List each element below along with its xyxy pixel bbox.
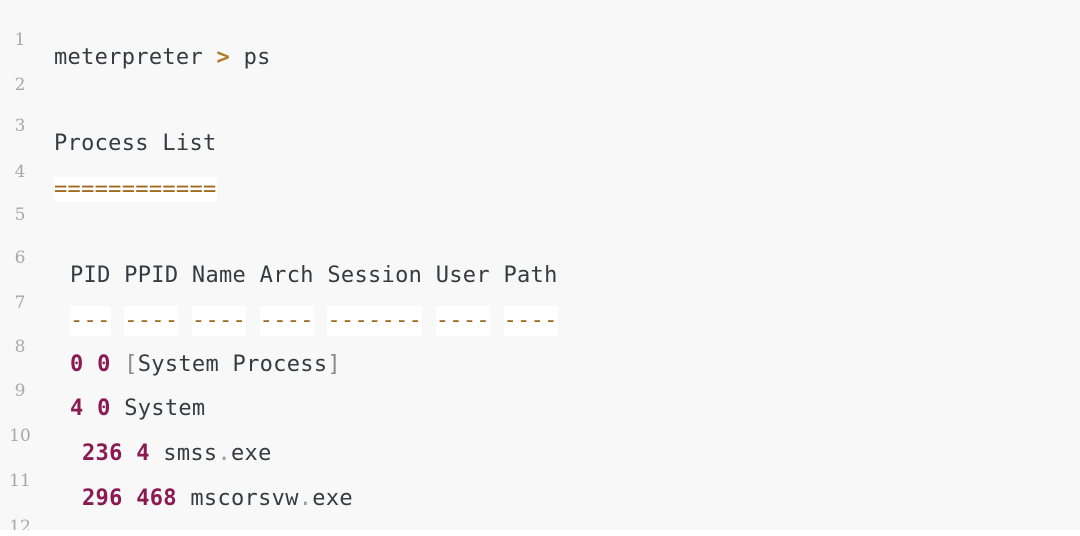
pid-value: 296	[82, 486, 123, 511]
process-name: smss	[163, 441, 218, 466]
process-name: mscorsvw	[190, 486, 299, 511]
code-line: 2	[0, 52, 1080, 95]
code-line: 4 ============	[0, 139, 1080, 202]
separator-dashes: ----	[191, 306, 247, 336]
code-line: 3 Process List	[0, 93, 1080, 156]
process-name: System Process	[137, 352, 328, 377]
line-number: 5	[14, 205, 26, 225]
line-content: 0 0 [System Process]	[70, 350, 341, 380]
code-line: 5	[0, 182, 1080, 225]
line-number: 6	[14, 248, 26, 268]
line-number: 8	[14, 337, 26, 357]
table-header: PID PPID Name Arch Session User Path	[70, 263, 558, 288]
process-row: 11 296 468 mscorsvw.exe	[0, 448, 1080, 511]
code-line: 6 PID PPID Name Arch Session User Path	[0, 225, 1080, 288]
pid-value: 4	[70, 396, 84, 421]
line-content: ============	[54, 175, 217, 205]
pid-value: 0	[70, 352, 84, 377]
line-number: 9	[14, 381, 26, 401]
line-number: 1	[14, 30, 26, 50]
process-row: 9 4 0 System	[0, 358, 1080, 421]
heading-rule: ============	[54, 177, 217, 202]
prompt-operator: >	[216, 45, 231, 70]
heading-text: Process List	[54, 131, 217, 156]
separator-dashes: ----	[124, 306, 179, 336]
line-content: 296 468 mscorsvw.exe	[82, 484, 353, 514]
ppid-value: 4	[136, 441, 150, 466]
separator-dashes: -------	[327, 306, 423, 336]
ppid-value: 0	[97, 396, 111, 421]
process-row: 10 236 4 smss.exe	[0, 403, 1080, 466]
line-content: 236 4 smss.exe	[82, 439, 272, 469]
line-number: 3	[14, 116, 26, 136]
extension-dot: .	[217, 441, 232, 466]
process-name: System	[124, 396, 206, 421]
line-content: 4 0 System	[70, 394, 205, 424]
file-extension: exe	[312, 486, 353, 511]
process-row: 8 0 0 [System Process]	[0, 314, 1080, 377]
separator-dashes: ----	[435, 306, 490, 336]
code-line: 7 --- ---- ---- ---- ------- ---- ----	[0, 270, 1080, 336]
line-number: 2	[14, 75, 26, 95]
table-separator: --- ---- ---- ---- ------- ---- ----	[70, 306, 558, 336]
ppid-value: 468	[136, 486, 177, 511]
ppid-value: 0	[97, 352, 111, 377]
process-row: 12 324 316 csrss.exe	[0, 494, 1080, 530]
line-number: 10	[9, 426, 31, 446]
line-number: 12	[9, 517, 31, 530]
line-content: meterpreter > ps	[54, 43, 271, 73]
separator-dashes: ----	[503, 306, 558, 336]
line-number: 7	[14, 293, 26, 313]
extension-dot: .	[298, 486, 313, 511]
separator-dashes: ---	[70, 306, 111, 336]
close-bracket: ]	[327, 352, 341, 377]
command-prompt: meterpreter	[54, 45, 203, 70]
code-line: 1 meterpreter > ps	[0, 7, 1080, 70]
pid-value: 236	[82, 441, 123, 466]
line-number: 11	[9, 471, 31, 491]
file-extension: exe	[231, 441, 272, 466]
line-number: 4	[14, 162, 26, 182]
command-text: ps	[243, 45, 271, 70]
separator-dashes: ----	[259, 306, 314, 336]
open-bracket: [	[124, 352, 138, 377]
